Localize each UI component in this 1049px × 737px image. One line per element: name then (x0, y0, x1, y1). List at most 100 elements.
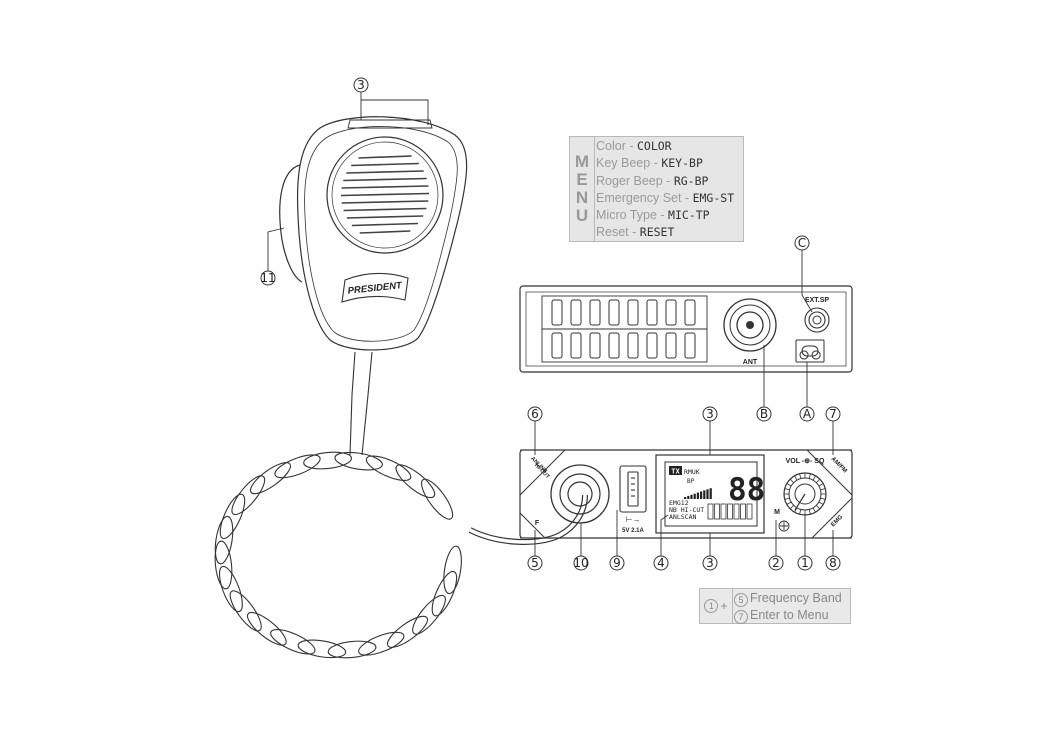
grille-slot (352, 224, 418, 226)
cord-coil (417, 475, 458, 523)
callout-B: B (757, 345, 771, 421)
f-key-label: F (535, 520, 540, 527)
svg-text:9: 9 (613, 556, 621, 570)
heatsink-fin (666, 333, 676, 358)
svg-text:3: 3 (706, 556, 714, 570)
ext-sp-jack (805, 308, 829, 332)
knob-grip-tick (790, 505, 794, 509)
cord-coil (441, 545, 464, 595)
knob-grip-tick (819, 502, 823, 505)
heatsink-fin (609, 300, 619, 325)
menu-item-code: EMG-ST (693, 191, 735, 205)
hint-line-enter-menu: 7Enter to Menu (734, 607, 848, 624)
hint-key-number: 1 (704, 599, 718, 613)
svg-text:11: 11 (260, 271, 275, 285)
heatsink-fin (685, 333, 695, 358)
lcd-modes: RMUK (684, 468, 700, 476)
cord-coil (303, 450, 352, 471)
callout-1: 1 (798, 515, 812, 570)
heatsink-fin (552, 300, 562, 325)
heatsink-fin (628, 333, 638, 358)
knob-grip-tick (820, 498, 825, 499)
svg-text:4: 4 (657, 556, 665, 570)
cord-coil (327, 639, 376, 660)
knob-grip-tick (816, 479, 820, 483)
menu-item-label: Reset - (596, 225, 640, 239)
hint-line-text: Frequency Band (750, 591, 842, 605)
ext-sp-label: EXT.SP (805, 297, 829, 304)
cord-coil (225, 587, 266, 635)
menu-item-reset: Reset - RESET (596, 224, 741, 241)
menu-letter: U (576, 207, 588, 225)
knob-grip-tick (800, 509, 801, 514)
menu-letter: E (576, 171, 587, 189)
hint-lines: 5Frequency Band 7Enter to Menu (734, 590, 848, 624)
knob-grip-tick (800, 474, 801, 479)
cord-coil (227, 472, 270, 519)
signal-bar (703, 490, 705, 499)
heatsink-fin (590, 333, 600, 358)
signal-bar (697, 493, 699, 499)
svg-text:8: 8 (829, 556, 837, 570)
svg-text:7: 7 (829, 407, 837, 421)
menu-item-label: Micro Type - (596, 208, 668, 222)
hint-line-frequency-band: 5Frequency Band (734, 590, 848, 607)
heatsink-fin (590, 300, 600, 325)
menu-letter: M (575, 153, 589, 171)
callout-3-mid: 3 (703, 407, 717, 455)
lcd-digit-segment (715, 504, 720, 519)
svg-text:10: 10 (573, 556, 588, 570)
knob-grip-tick (795, 476, 798, 480)
grille-slot (341, 194, 429, 196)
cable-strain-relief (350, 352, 372, 455)
knob-grip-tick (813, 476, 816, 480)
grille-slots (341, 156, 429, 233)
grille-slot (358, 156, 411, 158)
lcd-signal-bars (684, 488, 712, 499)
knob-grip-tick (787, 484, 791, 487)
svg-text:B: B (760, 407, 768, 421)
menu-letters: M E N U (570, 137, 595, 241)
lcd-tx: TX (671, 468, 680, 476)
lcd-anl-line: ANLSCAN (669, 513, 696, 521)
knob-grip-tick (809, 509, 810, 514)
lcd-bp: BP (687, 478, 695, 485)
heatsink-fin (628, 300, 638, 325)
svg-text:3: 3 (357, 78, 365, 92)
menu-item-label: Emergency Set - (596, 191, 693, 205)
grille-slot (351, 164, 419, 166)
mic-connector (551, 465, 609, 523)
heatsink-fin (571, 300, 581, 325)
usb-icon: ⊢→ (626, 515, 641, 524)
heatsink-fin (647, 333, 657, 358)
grille-slot (344, 209, 427, 211)
emg-label: EMG (830, 514, 844, 528)
usb-port (620, 466, 646, 512)
menu-reference-box: M E N U Color - COLOR Key Beep - KEY-BP … (569, 136, 744, 242)
knob-grip-tick (785, 489, 790, 490)
heatsink-fin (666, 300, 676, 325)
menu-item-code: RG-BP (674, 174, 709, 188)
callout-2: 2 (769, 520, 783, 570)
hint-plus: + (720, 599, 727, 613)
callout-3-top: 3 (354, 78, 428, 125)
grille-slot (347, 216, 423, 218)
signal-bar (710, 488, 712, 499)
menu-item-color: Color - COLOR (596, 138, 741, 155)
hint-line-number: 5 (734, 593, 748, 607)
lcd-digit-segment (708, 504, 713, 519)
coiled-cord (212, 450, 464, 661)
knob-grip-tick (813, 508, 816, 512)
microphone (280, 117, 467, 350)
svg-text:6: 6 (531, 407, 539, 421)
menu-item-key-beep: Key Beep - KEY-BP (596, 155, 741, 172)
signal-bar (706, 489, 708, 499)
knob-grip-tick (809, 474, 810, 479)
svg-text:1: 1 (801, 556, 809, 570)
signal-bar (700, 492, 702, 500)
callout-5: 5 (528, 530, 542, 570)
grille-slot (342, 201, 429, 203)
menu-item-label: Color - (596, 139, 637, 153)
menu-item-emergency-set: Emergency Set - EMG-ST (596, 190, 741, 207)
